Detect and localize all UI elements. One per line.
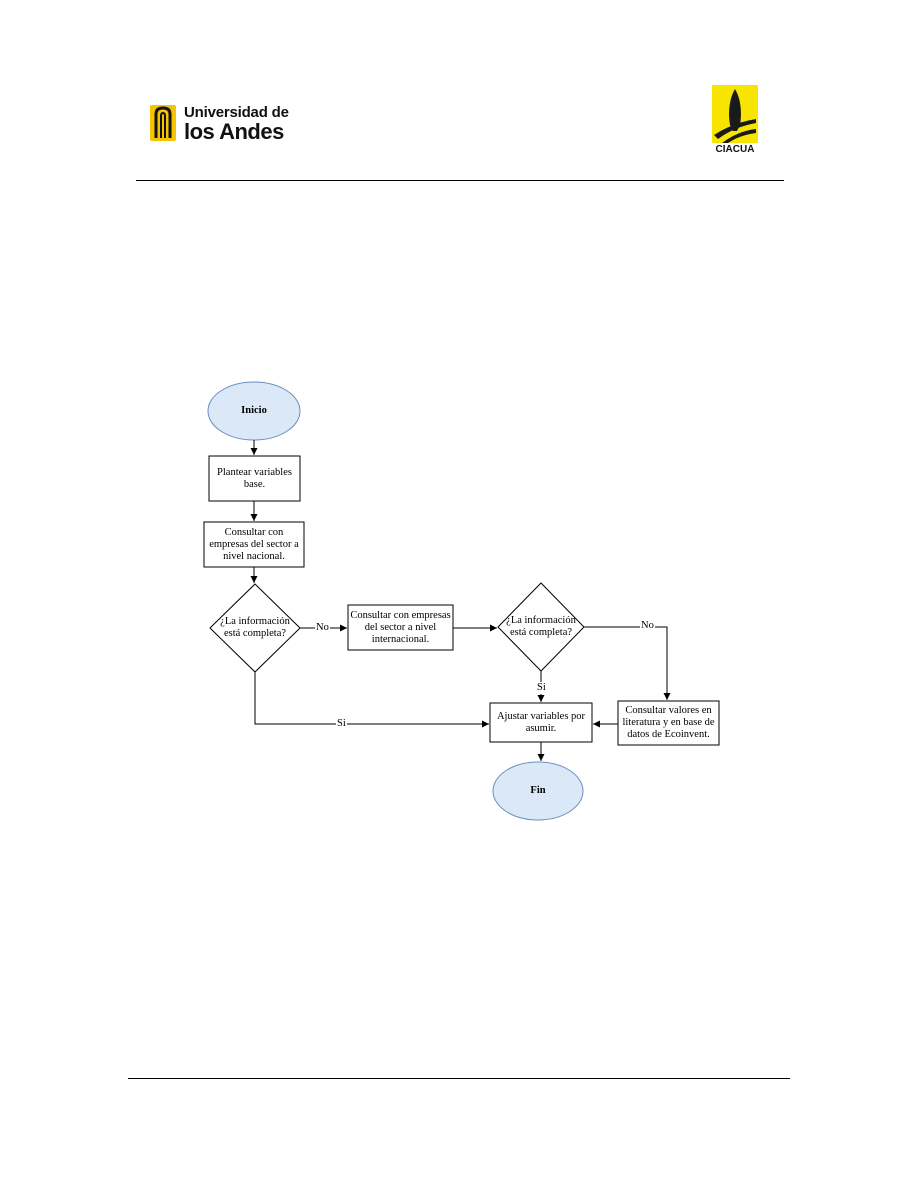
adjust-variables-label: Ajustar variables por asumir.	[496, 710, 586, 734]
decision-2-no-label: No	[640, 620, 655, 632]
edge-decision2-no	[584, 626, 671, 700]
ciacua-logo: CIACUA	[712, 85, 758, 157]
decision-2-si-label: Si	[536, 682, 547, 694]
edge-decision1-si	[254, 672, 489, 728]
start-label: Inicio	[241, 405, 267, 416]
decision-1-label: ¿La información está completa?	[220, 616, 290, 639]
plan-variables-label: Plantear variables base.	[217, 466, 292, 490]
consult-national-box	[203, 521, 305, 568]
universidad-de-los-andes-logo: Universidad de los Andes	[148, 102, 289, 144]
consult-national-label: Consultar con empresas del sector a nive…	[209, 526, 299, 562]
header-rule	[136, 180, 784, 181]
university-name-line2: los Andes	[184, 119, 284, 144]
decision-1-si-label: Si	[336, 718, 347, 730]
literature-label: Consultar valores en literatura y en bas…	[622, 705, 715, 740]
university-name-line1: Universidad de	[184, 104, 289, 121]
adjust-variables-box	[489, 702, 593, 743]
footer-rule	[128, 1078, 790, 1079]
ciacua-emblem-icon	[712, 85, 758, 143]
ciacua-logo-text: CIACUA	[715, 144, 755, 155]
decision-2-label: ¿La información está completa?	[506, 615, 576, 638]
consult-international-label: Consultar con empresas del sector a nive…	[350, 609, 451, 645]
uniandes-emblem-icon	[150, 105, 176, 141]
end-label: Fin	[530, 785, 546, 796]
decision-1-no-label: No	[315, 622, 330, 634]
literature-box	[617, 700, 720, 746]
end-terminal	[492, 761, 584, 821]
